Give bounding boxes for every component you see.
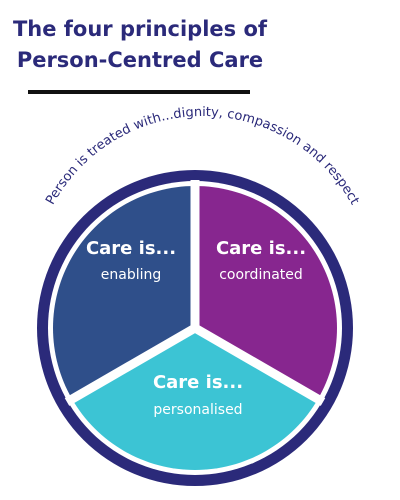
segment-personalised [72, 328, 318, 470]
enabling-label: enabling [101, 267, 162, 283]
coordinated-label: coordinated [219, 267, 303, 283]
coordinated-heading: Care is... [216, 238, 306, 259]
divider-left [64, 324, 198, 406]
personalised-label: personalised [153, 402, 242, 418]
personalised-heading: Care is... [153, 372, 243, 393]
divider-right [192, 324, 326, 406]
title-line-1: The four principles of [12, 17, 268, 41]
title-underline [28, 90, 250, 94]
title-line-2: Person-Centred Care [16, 48, 264, 72]
enabling-heading: Care is... [86, 238, 176, 259]
page-title: The four principles of Person-Centred Ca… [0, 14, 280, 76]
